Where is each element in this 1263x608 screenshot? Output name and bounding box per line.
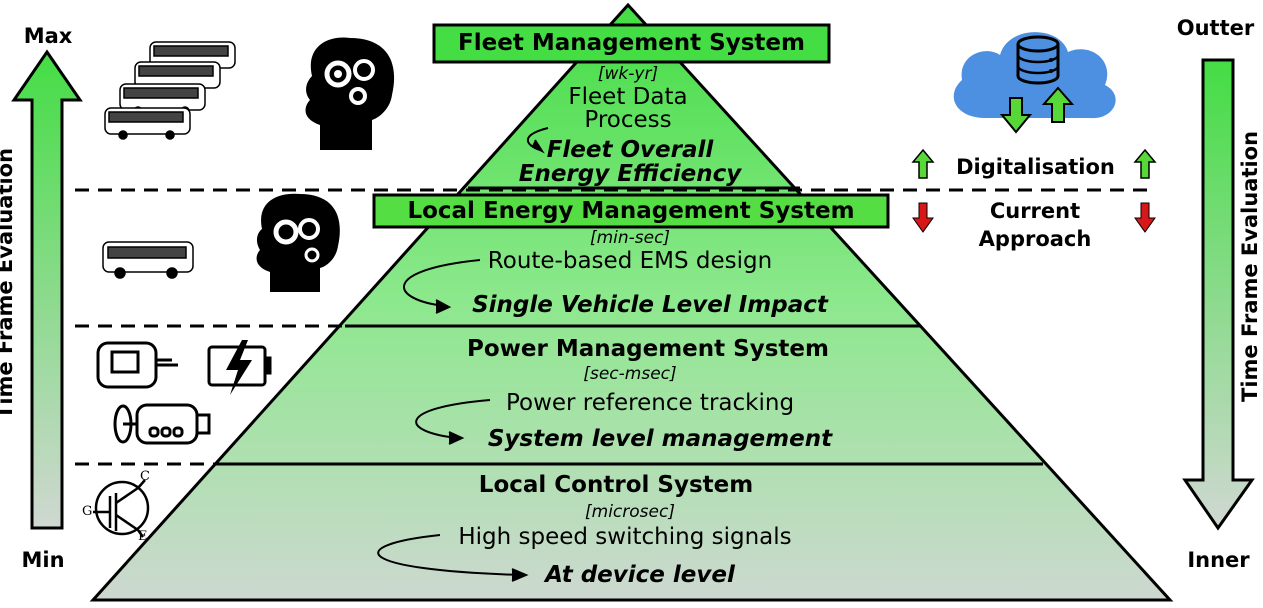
curve-arrow-3 <box>415 399 491 445</box>
level-title-local-ems: Local Energy Management System <box>407 198 855 224</box>
igbt-transistor-icon <box>93 479 150 538</box>
curve-arrow-4 <box>377 534 529 582</box>
level-description-local-ems: Route-based EMS design <box>487 248 773 274</box>
electric-motor-icon <box>96 341 178 389</box>
level-impact-local-control: At device level <box>545 562 735 588</box>
level-timescale-fleet: [wk-yr] <box>597 64 659 84</box>
right-axis-top-label: Outter <box>1176 16 1255 40</box>
digitalisation-up-arrow-right <box>1133 148 1157 179</box>
level-title-local-control: Local Control System <box>478 472 754 498</box>
current-approach-label: Current Approach <box>978 199 1092 251</box>
left-axis-max-label: Max <box>23 24 73 48</box>
local-ems-title-box <box>372 193 890 229</box>
igbt-collector-label: C <box>140 469 150 484</box>
digitalisation-label: Digitalisation <box>956 155 1115 179</box>
igbt-gate-label: G <box>82 504 93 519</box>
level-timescale-local-ems: [min-sec] <box>589 228 671 248</box>
left-axis-label: Time Frame Evaluation <box>0 147 17 419</box>
right-time-arrow <box>1182 58 1255 531</box>
pyramid <box>89 2 1174 602</box>
level-timescale-power: [sec-msec] <box>583 364 677 384</box>
left-axis-min-label: Min <box>21 548 65 572</box>
level-impact-local-ems: Single Vehicle Level Impact <box>472 292 828 318</box>
level-description-fleet: Fleet Data Process <box>568 84 688 133</box>
digitalisation-up-arrow-left <box>911 148 935 179</box>
single-bus-icon <box>102 241 194 279</box>
level-title-power: Power Management System <box>467 336 829 362</box>
head-gears-icon <box>305 37 395 150</box>
battery-icon <box>207 340 272 395</box>
left-time-arrow <box>11 49 83 530</box>
level-description-local-control: High speed switching signals <box>458 524 792 550</box>
curve-arrow-2 <box>403 259 481 314</box>
head-gears-icon-2 <box>256 193 340 292</box>
bus-fleet-icon <box>104 41 236 140</box>
cloud-database-icon <box>953 32 1116 134</box>
fleet-title-box <box>432 23 831 64</box>
level-title-fleet: Fleet Management System <box>458 30 805 56</box>
curve-arrow-1 <box>526 127 549 154</box>
igbt-emitter-label: E <box>138 529 148 544</box>
right-axis-bottom-label: Inner <box>1187 548 1250 572</box>
current-approach-down-arrow-right <box>1134 202 1156 233</box>
right-axis-label: Time Frame Evaluation <box>1238 130 1262 402</box>
level-timescale-local-control: [microsec] <box>585 502 675 522</box>
current-approach-down-arrow-left <box>912 202 934 233</box>
level-impact-power: System level management <box>487 426 833 452</box>
level-impact-fleet: Fleet Overall Energy Efficiency <box>518 137 742 187</box>
fan-motor-icon <box>113 403 211 445</box>
level-description-power: Power reference tracking <box>505 390 795 416</box>
